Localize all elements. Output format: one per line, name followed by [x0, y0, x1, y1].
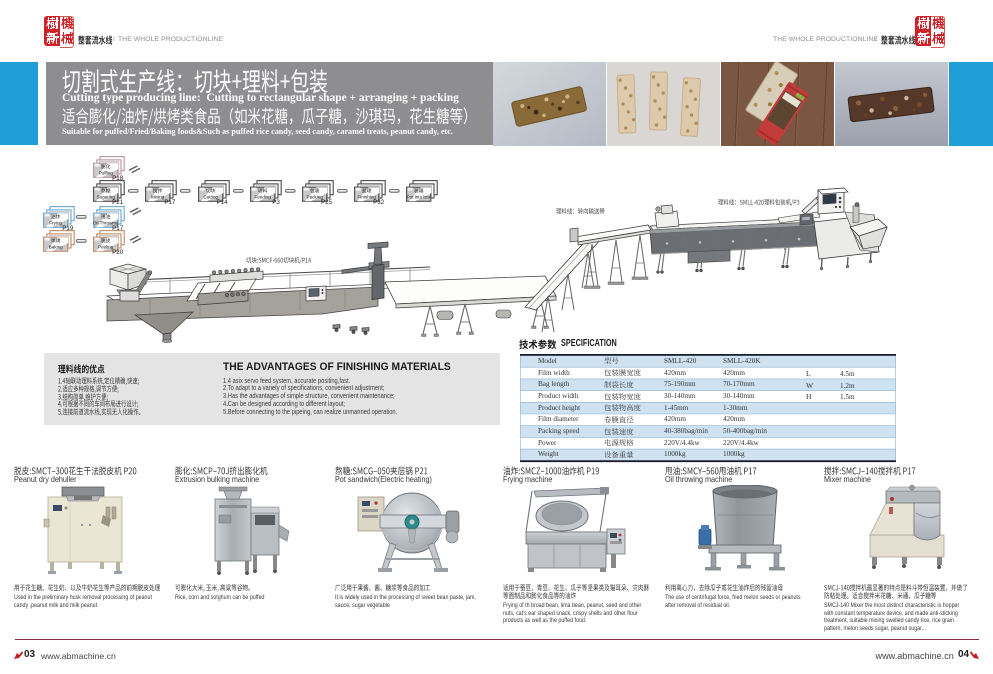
svg-text:Oil Throwing: Oil Throwing [93, 220, 119, 225]
svg-text:Peeling: Peeling [98, 244, 114, 249]
svg-text:Cutting: Cutting [203, 194, 218, 199]
svg-text:Frying: Frying [50, 220, 63, 225]
svg-text:Packing: Packing [307, 194, 324, 199]
svg-text:Baking: Baking [49, 244, 63, 249]
svg-text:Put into box: Put into box [407, 194, 432, 199]
svg-text:Sugaring: Sugaring [97, 194, 116, 199]
svg-text:Mixing: Mixing [151, 194, 165, 199]
svg-text:Feeding: Feeding [254, 194, 271, 199]
svg-text:Finishing: Finishing [358, 194, 377, 199]
svg-text:Puffing: Puffing [99, 170, 114, 175]
